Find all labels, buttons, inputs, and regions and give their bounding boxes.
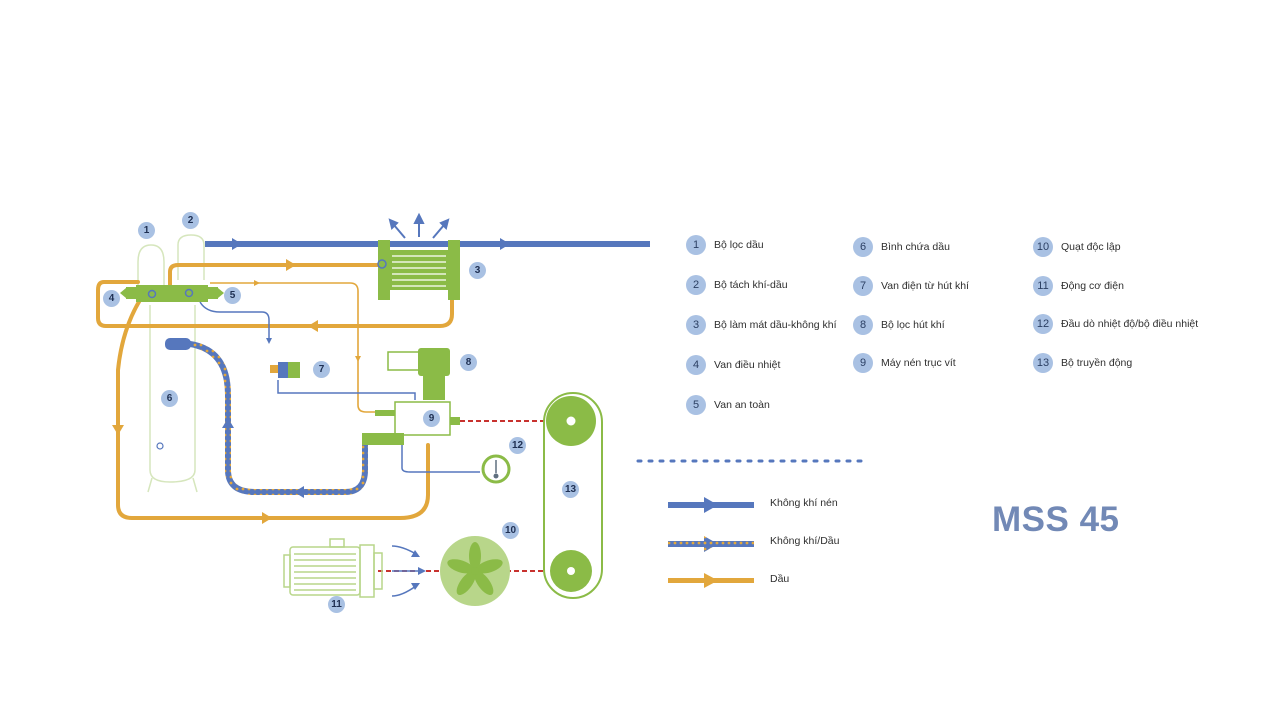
air-oil-sample bbox=[668, 536, 754, 552]
legend-item-11: 11 Động cơ điện bbox=[1033, 276, 1124, 296]
heat-arrows bbox=[388, 212, 450, 239]
legend-item-4: 4 Van điều nhiệt bbox=[686, 355, 780, 375]
screw-compressor bbox=[362, 401, 460, 445]
oil-air-cooler bbox=[377, 240, 460, 300]
badge-9: 9 bbox=[423, 410, 440, 427]
legend-item-7: 7 Van điện từ hút khí bbox=[853, 276, 969, 296]
legend-number: 13 bbox=[1033, 353, 1053, 373]
thin-oil-arrow bbox=[355, 356, 361, 362]
legend-label: Bộ tách khí-dầu bbox=[714, 279, 788, 291]
oil-arrow bbox=[262, 512, 272, 524]
legend-number: 6 bbox=[853, 237, 873, 257]
separator-tank bbox=[177, 234, 205, 280]
badge-4: 4 bbox=[103, 290, 120, 307]
oil-arrow bbox=[286, 259, 296, 271]
electric-motor bbox=[283, 538, 383, 598]
airflow-arrowheads bbox=[411, 550, 426, 590]
legend-item-10: 10 Quạt độc lập bbox=[1033, 237, 1121, 257]
badge-12: 12 bbox=[509, 437, 526, 454]
legend-number: 1 bbox=[686, 235, 706, 255]
badge-7: 7 bbox=[313, 361, 330, 378]
control-lines bbox=[199, 301, 480, 473]
temperature-gauge bbox=[481, 454, 511, 484]
legend-label: Động cơ điện bbox=[1061, 280, 1124, 292]
compressed-air-sample bbox=[668, 497, 754, 513]
legend-item-3: 3 Bộ làm mát dầu-không khí bbox=[686, 315, 837, 335]
model-name: MSS 45 bbox=[992, 500, 1120, 539]
thin-oil-arrow bbox=[254, 280, 260, 286]
badge-11: 11 bbox=[328, 596, 345, 613]
legend-number: 8 bbox=[853, 315, 873, 335]
legend-item-1: 1 Bộ lọc dầu bbox=[686, 235, 764, 255]
legend-label: Bình chứa dầu bbox=[881, 241, 950, 253]
legend-air-oil-label: Không khí/Dầu bbox=[770, 535, 840, 547]
valve-block bbox=[120, 285, 224, 302]
legend-item-2: 2 Bộ tách khí-dầu bbox=[686, 275, 788, 295]
oil-arrow bbox=[308, 320, 318, 332]
oil-lines bbox=[96, 263, 454, 520]
legend-label: Bộ lọc hút khí bbox=[881, 319, 945, 331]
legend-label: Van điều nhiệt bbox=[714, 359, 781, 371]
legend-label: Bộ làm mát dầu-không khí bbox=[714, 319, 837, 331]
legend-number: 3 bbox=[686, 315, 706, 335]
legend-number: 12 bbox=[1033, 314, 1053, 334]
independent-fan bbox=[440, 536, 510, 606]
intake-solenoid-valve bbox=[270, 362, 300, 378]
legend-item-13: 13 Bộ truyền động bbox=[1033, 353, 1132, 373]
legend-oil-label: Dầu bbox=[770, 573, 790, 585]
control-arrow bbox=[266, 338, 272, 344]
oil-sample bbox=[668, 573, 754, 588]
legend-item-6: 6 Bình chứa dầu bbox=[853, 237, 950, 257]
legend-label: Đầu dò nhiệt độ/bộ điều nhiệt bbox=[1061, 318, 1199, 330]
legend-number: 2 bbox=[686, 275, 706, 295]
legend-number: 10 bbox=[1033, 237, 1053, 257]
badge-10: 10 bbox=[502, 522, 519, 539]
legend-label: Quạt độc lập bbox=[1061, 241, 1121, 253]
badge-5: 5 bbox=[224, 287, 241, 304]
air-oil-line bbox=[189, 341, 368, 495]
legend-number: 11 bbox=[1033, 276, 1053, 296]
legend-label: Van điện từ hút khí bbox=[881, 280, 969, 292]
legend-item-12: 12 Đầu dò nhiệt độ/bộ điều nhiệt bbox=[1033, 314, 1198, 334]
compressed-air-line bbox=[205, 238, 650, 250]
oil-arrow bbox=[112, 425, 124, 435]
air-oil-arrow bbox=[222, 418, 234, 428]
air-oil-arrow bbox=[294, 486, 304, 498]
legend-number: 4 bbox=[686, 355, 706, 375]
oil-filter-tank bbox=[137, 244, 165, 295]
air-oil-inlet bbox=[165, 338, 191, 350]
legend-label: Bộ lọc dầu bbox=[714, 239, 764, 251]
oil-reservoir-tank bbox=[147, 305, 198, 493]
thin-oil-line bbox=[210, 282, 395, 413]
legend-label: Van an toàn bbox=[714, 399, 770, 411]
badge-1: 1 bbox=[138, 222, 155, 239]
legend-item-9: 9 Máy nén trục vít bbox=[853, 353, 956, 373]
legend-label: Bộ truyền động bbox=[1061, 357, 1133, 369]
legend-item-8: 8 Bộ lọc hút khí bbox=[853, 315, 945, 335]
legend-item-5: 5 Van an toàn bbox=[686, 395, 770, 415]
badge-3: 3 bbox=[469, 262, 486, 279]
badge-13: 13 bbox=[562, 481, 579, 498]
legend-number: 7 bbox=[853, 276, 873, 296]
badge-2: 2 bbox=[182, 212, 199, 229]
legend-number: 9 bbox=[853, 353, 873, 373]
legend-compressed-air-label: Không khí nén bbox=[770, 497, 838, 509]
legend-label: Máy nén trục vít bbox=[881, 357, 956, 369]
badge-8: 8 bbox=[460, 354, 477, 371]
badge-6: 6 bbox=[161, 390, 178, 407]
intake-filter bbox=[387, 348, 450, 400]
legend-number: 5 bbox=[686, 395, 706, 415]
